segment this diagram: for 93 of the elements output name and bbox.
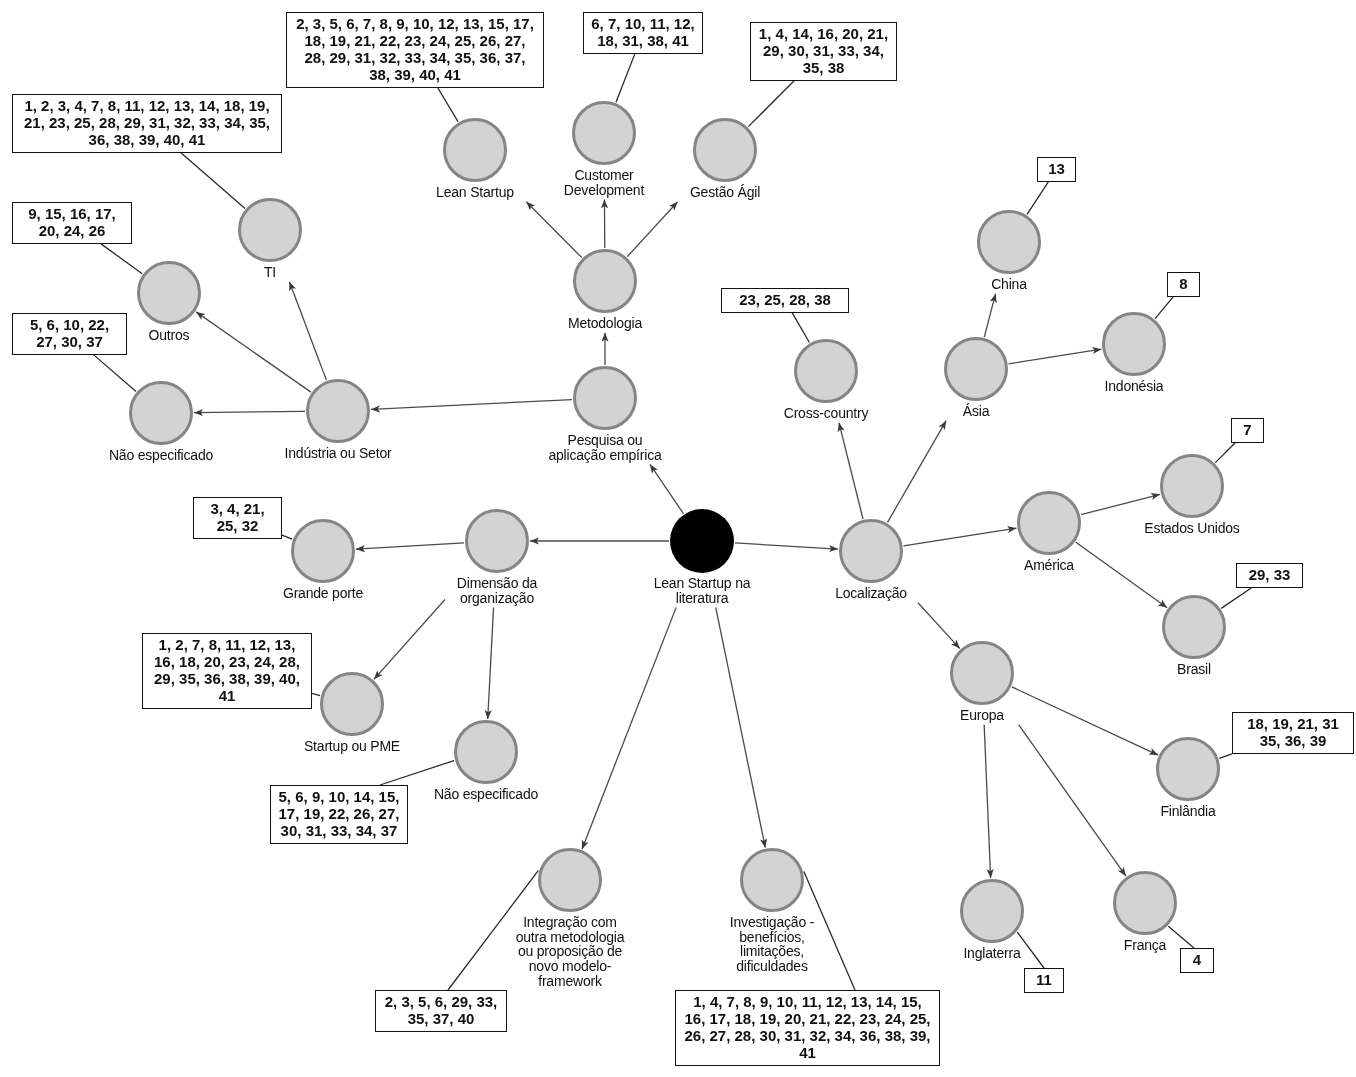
arrow — [370, 398, 573, 413]
node-label: TI — [262, 265, 277, 280]
arrow — [601, 332, 609, 366]
reference-box: 18, 19, 21, 31 35, 36, 39 — [1232, 712, 1354, 754]
node-label: Estados Unidos — [1143, 521, 1241, 536]
reference-box: 6, 7, 10, 11, 12, 18, 31, 38, 41 — [583, 12, 703, 54]
leader-line — [1026, 181, 1049, 216]
arrow — [649, 463, 685, 515]
node-label: Inglaterra — [962, 946, 1022, 961]
leader-line — [180, 152, 246, 210]
leader-line — [100, 243, 143, 275]
node-label: Gestão Ágil — [688, 185, 762, 200]
reference-box: 11 — [1024, 968, 1064, 993]
leader-line — [281, 534, 293, 540]
reference-box: 23, 25, 28, 38 — [721, 288, 849, 313]
leader-line — [1220, 587, 1252, 610]
arrow — [1018, 724, 1127, 877]
leader-line — [447, 869, 540, 991]
arrow — [355, 542, 465, 553]
arrow — [902, 525, 1018, 547]
node-label: Ásia — [961, 404, 991, 419]
reference-box: 5, 6, 10, 22, 27, 30, 37 — [12, 313, 127, 355]
node-label: Investigação - benefícios, limitações, dificuldades — [728, 915, 816, 974]
reference-box: 1, 2, 7, 8, 11, 12, 13, 16, 18, 20, 23, 24, 28, 29, 35, 36, 38, 39, 40, 41 — [142, 633, 312, 709]
leader-line — [93, 354, 137, 393]
arrow — [1080, 493, 1161, 516]
arrow — [195, 311, 312, 393]
reference-box: 13 — [1037, 157, 1076, 182]
arrow — [484, 606, 495, 720]
node-label: Indústria ou Setor — [283, 446, 393, 461]
reference-box: 5, 6, 9, 10, 14, 15, 17, 19, 22, 26, 27, 30, 31, 33, 34, 37 — [270, 785, 408, 844]
leader-line — [1154, 296, 1174, 320]
arrow — [626, 201, 679, 258]
reference-box: 3, 4, 21, 25, 32 — [193, 497, 282, 539]
arrow — [837, 422, 864, 520]
node-label: Customer Development — [562, 168, 646, 198]
reference-box: 2, 3, 5, 6, 7, 8, 9, 10, 12, 13, 15, 17, 18, 19, 21, 22, 23, 24, 25, 26, 27, 28, 29, 31, 32, 33, 34, 35, 36, 37, 38, 39, 40, 41 — [286, 12, 544, 88]
reference-box: 9, 15, 16, 17, 20, 24, 26 — [12, 202, 132, 244]
node-label: Brasil — [1176, 662, 1212, 677]
leader-line — [747, 80, 795, 128]
reference-box: 1, 4, 7, 8, 9, 10, 11, 12, 13, 14, 15, 16, 17, 18, 19, 20, 21, 22, 23, 24, 25, 26, 27, 28, 30, 31, 32, 34, 36, 38, 39, 41 — [675, 990, 940, 1066]
leader-line — [379, 759, 455, 786]
node-label: Integração com outra metodologia ou proposição de novo modelo-framework — [514, 915, 626, 989]
node-label: Lean Startup na literatura — [652, 576, 752, 606]
leader-line — [1218, 753, 1233, 759]
arrow — [529, 537, 670, 545]
arrow — [886, 420, 947, 524]
leader-line — [1167, 925, 1195, 949]
reference-box: 8 — [1167, 272, 1200, 297]
node-label: América — [1023, 558, 1075, 573]
reference-box: 4 — [1180, 948, 1214, 973]
arrow — [983, 724, 994, 879]
arrow — [917, 602, 961, 650]
node-label: França — [1122, 938, 1168, 953]
node-label: Pesquisa ou aplicação empírica — [547, 433, 663, 463]
arrow — [193, 408, 306, 417]
node-label: Outros — [147, 328, 191, 343]
leader-line — [791, 312, 811, 344]
arrow — [983, 293, 997, 338]
node-label: Não especificado — [107, 448, 215, 463]
arrow — [373, 598, 446, 680]
leader-line — [437, 87, 459, 123]
node-label: Cross-country — [782, 406, 870, 421]
node-label: China — [990, 277, 1028, 292]
reference-box: 1, 4, 14, 16, 20, 21, 29, 30, 31, 33, 34, 35, 38 — [750, 22, 897, 81]
leader-line — [311, 692, 321, 697]
node-label: Lean Startup — [435, 185, 515, 200]
leader-line — [1214, 442, 1236, 464]
reference-box: 29, 33 — [1236, 563, 1303, 588]
arrow — [1007, 347, 1103, 365]
node-label: Startup ou PME — [303, 739, 401, 754]
arrow — [715, 606, 768, 849]
node-label: Finlândia — [1159, 804, 1217, 819]
arrow — [525, 201, 583, 259]
arrow — [1075, 541, 1168, 609]
node-label: Não especificado — [432, 787, 540, 802]
reference-box: 7 — [1231, 418, 1264, 443]
arrow — [734, 542, 839, 553]
arrow — [288, 281, 328, 381]
leader-line — [803, 870, 856, 991]
arrow — [1011, 686, 1159, 756]
leader-line — [615, 53, 636, 103]
node-label: Dimensão da organização — [455, 576, 539, 606]
reference-box: 1, 2, 3, 4, 7, 8, 11, 12, 13, 14, 18, 19, 21, 23, 25, 28, 29, 31, 32, 33, 34, 35, 36, 38, 39, 40, 41 — [12, 94, 282, 153]
reference-box: 2, 3, 5, 6, 29, 33, 35, 37, 40 — [375, 990, 507, 1032]
node-label: Localização — [834, 586, 908, 601]
leader-line — [1016, 931, 1045, 969]
arrow — [600, 198, 609, 249]
node-label: Indonésia — [1103, 379, 1165, 394]
arrow — [581, 606, 677, 850]
node-label: Grande porte — [281, 586, 365, 601]
node-label: Europa — [959, 708, 1005, 723]
node-label: Metodologia — [566, 316, 644, 331]
